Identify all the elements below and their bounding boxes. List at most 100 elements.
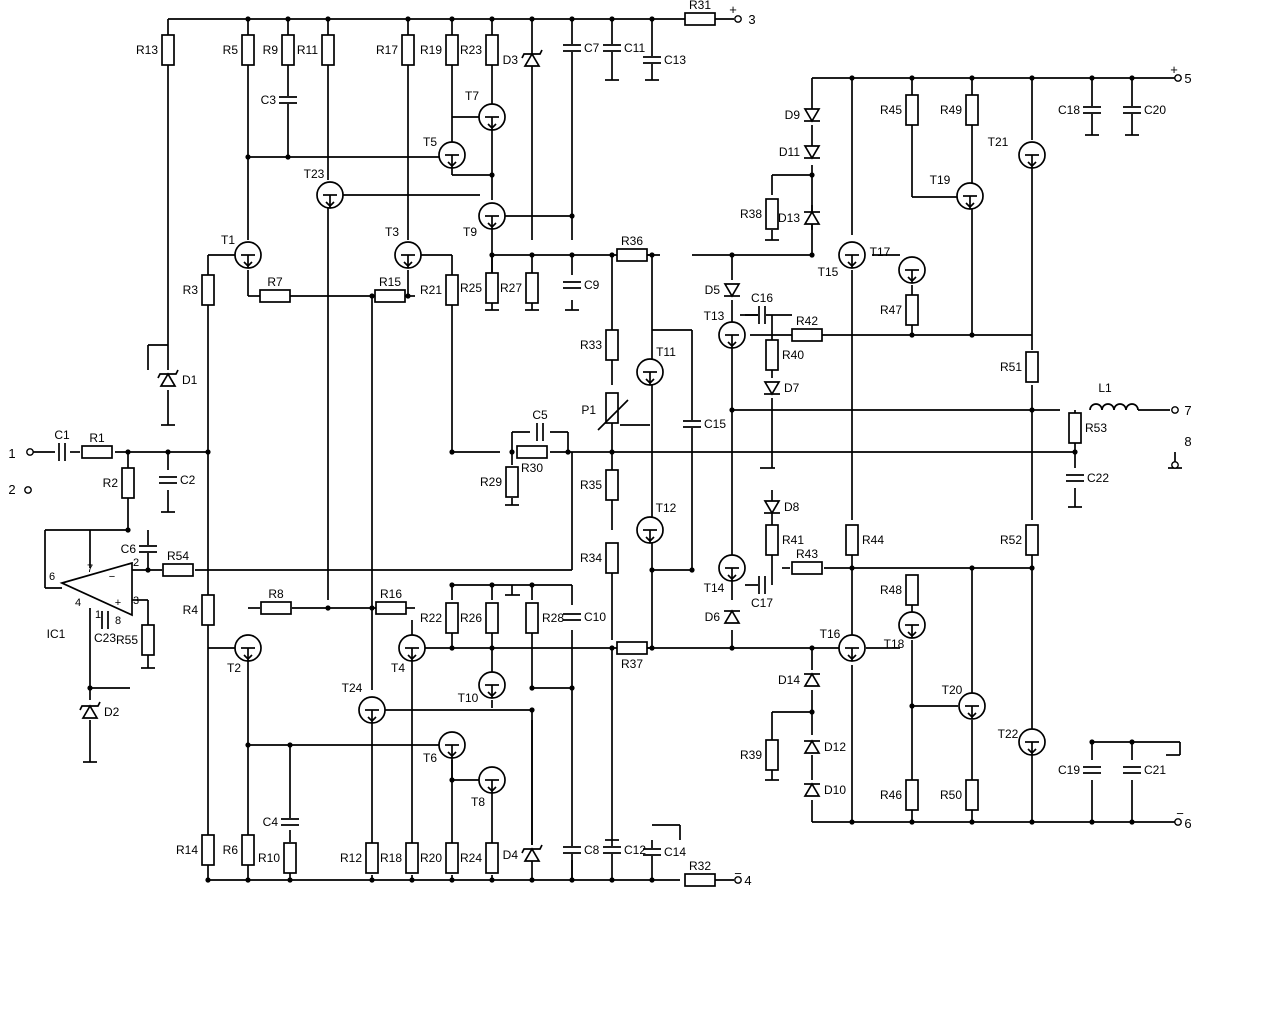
t23-label: T23 — [304, 167, 325, 181]
r28-label: R28 — [542, 611, 564, 625]
r24-resistor — [485, 842, 499, 874]
l1-label: L1 — [1098, 381, 1112, 395]
d4-zener — [521, 844, 543, 862]
t21-label: T21 — [988, 135, 1009, 149]
c18-capacitor — [1083, 106, 1101, 114]
r38-label: R38 — [740, 207, 762, 221]
c5-capacitor — [536, 423, 544, 441]
r20-label: R20 — [420, 851, 442, 865]
c19-capacitor — [1083, 766, 1101, 774]
c1-label: C1 — [54, 428, 70, 442]
t12-transistor — [636, 516, 664, 544]
r47-resistor — [905, 294, 919, 326]
t11-transistor — [636, 358, 664, 386]
terminal-6-polarity: − — [1176, 806, 1184, 821]
r27-resistor — [525, 272, 539, 304]
t1-label: T1 — [221, 233, 235, 247]
r8-label: R8 — [268, 587, 284, 601]
r14-resistor — [201, 834, 215, 866]
terminal-1-pad — [26, 448, 34, 456]
t9-label: T9 — [463, 225, 477, 239]
r48-label: R48 — [880, 583, 902, 597]
r18-label: R18 — [380, 851, 402, 865]
c7-label: C7 — [584, 41, 600, 55]
t15-label: T15 — [818, 265, 839, 279]
r32-resistor — [684, 873, 716, 887]
terminal-5-polarity: + — [1170, 62, 1178, 77]
r29-label: R29 — [480, 475, 502, 489]
t10-transistor — [478, 671, 506, 699]
c11-label: C11 — [624, 41, 645, 55]
ic1-minus-label: − — [109, 571, 115, 583]
c15-capacitor — [683, 420, 701, 428]
c12-label: C12 — [624, 843, 646, 857]
c22-label: C22 — [1087, 471, 1109, 485]
c7-capacitor — [563, 44, 581, 52]
c20-label: C20 — [1144, 103, 1166, 117]
r49-label: R49 — [940, 103, 962, 117]
labels: R2R3R4R5R6R9R10R11R12R13R14R17R18R19R20R… — [8, 0, 1191, 888]
terminal-8-pad — [1171, 461, 1179, 469]
ic1-pin-6-label: 6 — [49, 571, 55, 583]
r46-label: R46 — [880, 788, 902, 802]
t6-transistor — [438, 731, 466, 759]
r29-resistor — [505, 466, 519, 498]
r8-resistor — [260, 601, 292, 615]
t8-transistor — [478, 766, 506, 794]
r51-resistor — [1025, 351, 1039, 383]
r39-resistor — [765, 739, 779, 771]
r50-label: R50 — [940, 788, 962, 802]
r34-label: R34 — [580, 551, 602, 565]
c18-label: C18 — [1058, 103, 1080, 117]
r9-resistor — [281, 34, 295, 66]
c12-capacitor — [603, 846, 621, 854]
d1-zener — [157, 369, 179, 387]
terminal-2-label: 2 — [8, 482, 15, 497]
terminal-6-label: 6 — [1184, 816, 1191, 831]
r25-resistor — [485, 272, 499, 304]
r53-resistor — [1068, 412, 1082, 444]
ic1-opamp — [59, 561, 133, 617]
r39-label: R39 — [740, 748, 762, 762]
r13-label: R13 — [136, 43, 158, 57]
r7-label: R7 — [267, 275, 283, 289]
r44-label: R44 — [862, 533, 884, 547]
r12-resistor — [365, 842, 379, 874]
c14-label: C14 — [664, 845, 686, 859]
r1-resistor — [81, 445, 113, 459]
r18-resistor — [405, 842, 419, 874]
r31-label: R31 — [689, 0, 711, 12]
r52-label: R52 — [1000, 533, 1022, 547]
t4-label: T4 — [391, 661, 405, 675]
c16-label: C16 — [751, 291, 773, 305]
d2-label: D2 — [104, 705, 120, 719]
r3-resistor — [201, 274, 215, 306]
r32-label: R32 — [689, 859, 711, 873]
components — [24, 12, 1182, 887]
t18-label: T18 — [884, 637, 905, 651]
ic1-plus-label: + — [115, 597, 121, 609]
t24-label: T24 — [342, 681, 363, 695]
t5-transistor — [438, 141, 466, 169]
d4-label: D4 — [503, 848, 519, 862]
c11-capacitor — [603, 44, 621, 52]
r9-label: R9 — [263, 43, 279, 57]
r55-resistor — [141, 624, 155, 656]
r43-resistor — [791, 561, 823, 575]
p1-label: P1 — [581, 403, 596, 417]
t20-label: T20 — [942, 683, 963, 697]
c21-capacitor — [1123, 766, 1141, 774]
t18-transistor — [898, 611, 926, 639]
c22-capacitor — [1066, 474, 1084, 482]
r54-label: R54 — [167, 549, 189, 563]
c2-label: C2 — [180, 473, 196, 487]
t10-label: T10 — [458, 691, 479, 705]
terminal-4-label: 4 — [744, 873, 751, 888]
c19-label: C19 — [1058, 763, 1080, 777]
d13-diode — [803, 210, 821, 225]
d6-diode — [723, 609, 741, 624]
r15-resistor — [374, 289, 406, 303]
t17-transistor — [898, 256, 926, 284]
d8-diode — [763, 500, 781, 515]
t3-transistor — [394, 241, 422, 269]
